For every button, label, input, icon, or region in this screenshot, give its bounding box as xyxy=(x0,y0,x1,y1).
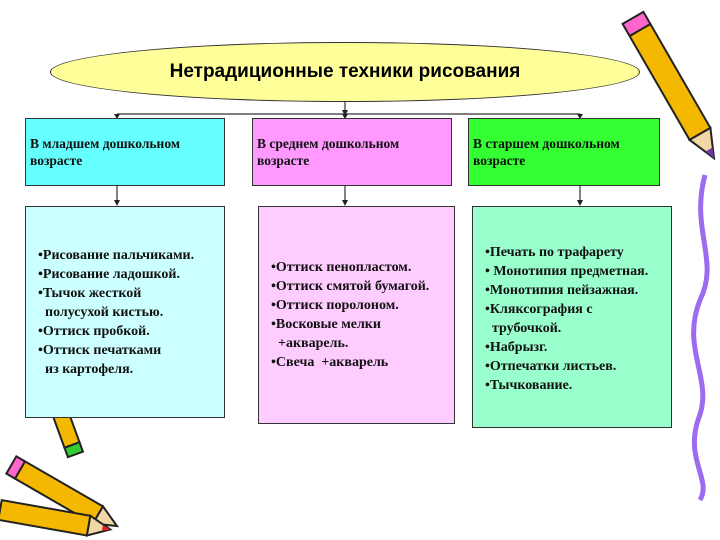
list-item: •Отпечатки листьев. xyxy=(485,359,617,374)
list-item: •Набрызг. xyxy=(485,340,548,355)
list-item: •Оттиск печатками xyxy=(38,342,162,358)
list-item: трубочкой. xyxy=(485,321,562,336)
title-ellipse: Нетрадиционные техники рисования xyxy=(50,42,640,102)
list-item: •Монотипия пейзажная. xyxy=(485,283,639,298)
header-senior: В старшем дошкольном возрасте xyxy=(468,118,660,186)
header-middle: В среднем дошкольном возрасте xyxy=(252,118,452,186)
list-item: •Оттиск смятой бумагой. xyxy=(271,279,430,294)
diagram-title: Нетрадиционные техники рисования xyxy=(169,61,521,82)
list-item: +акварель. xyxy=(271,336,349,351)
list-item: •Тычок жесткой xyxy=(38,285,142,301)
purple-squiggle xyxy=(691,174,710,502)
list-item: •Оттиск пенопластом. xyxy=(271,260,412,275)
list-middle: •Оттиск пенопластом. •Оттиск смятой бумаг… xyxy=(258,206,455,424)
list-item: •Печать по трафарету xyxy=(485,245,624,260)
list-item: •Оттиск поролоном. xyxy=(271,298,399,313)
list-item: •Рисование пальчиками. xyxy=(38,247,195,263)
list-item: •Тычкование. xyxy=(485,378,573,393)
list-item: • Монотипия предметная. xyxy=(485,264,649,279)
pencil-icon xyxy=(0,498,113,537)
list-junior: •Рисование пальчиками. •Рисование ладошко… xyxy=(25,206,225,418)
pencil-icon xyxy=(621,10,716,161)
list-item: полусухой кистью. xyxy=(38,304,164,320)
list-item: •Рисование ладошкой. xyxy=(38,266,180,282)
list-senior: •Печать по трафарету • Монотипия предметн… xyxy=(472,206,672,428)
list-item: из картофеля. xyxy=(38,361,134,377)
list-item: •Восковые мелки xyxy=(271,317,381,332)
list-item: •Оттиск пробкой. xyxy=(38,323,150,339)
header-junior: В младшем дошкольном возрасте xyxy=(25,118,225,186)
list-item: •Кляксография с xyxy=(485,302,593,317)
list-item: •Свеча +акварель xyxy=(271,355,389,370)
